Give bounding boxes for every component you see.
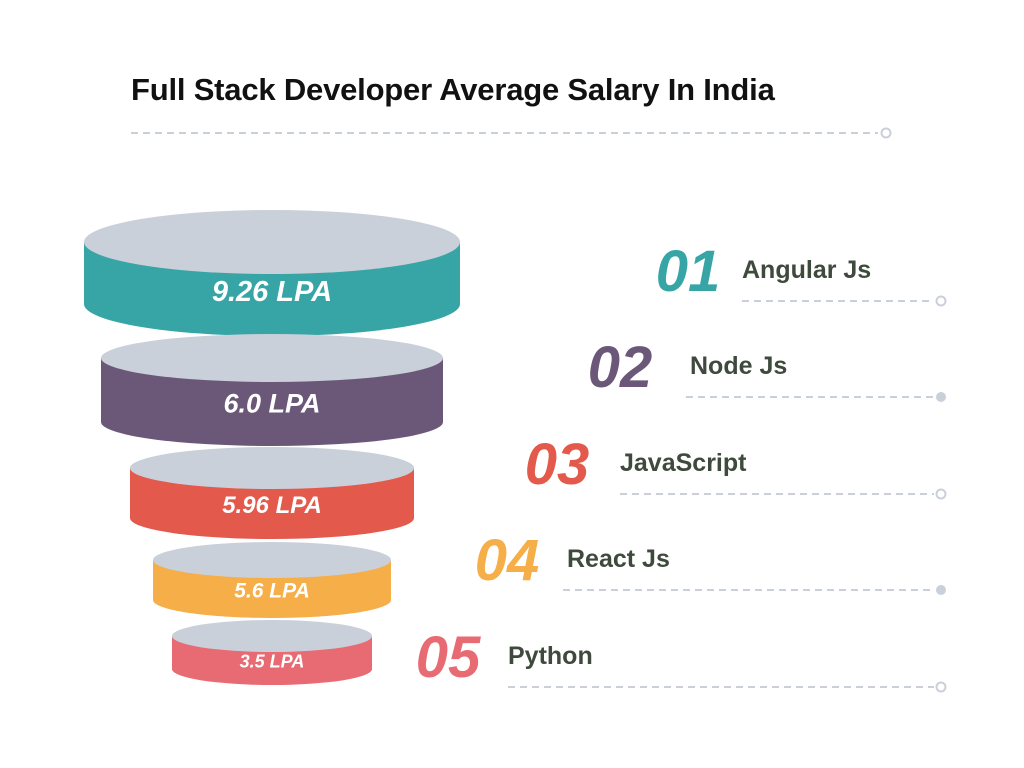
funnel-disc: 3.5 LPA bbox=[172, 620, 372, 685]
funnel-disc: 6.0 LPA bbox=[101, 334, 443, 446]
legend-category: JavaScript bbox=[620, 449, 747, 477]
disc-top bbox=[101, 334, 443, 382]
disc-value-label: 3.5 LPA bbox=[240, 652, 305, 672]
funnel-discs: 9.26 LPA 6.0 LPA 5.96 LPA 5.6 LPA 3.5 LPA bbox=[84, 210, 460, 685]
funnel-disc: 5.6 LPA bbox=[153, 542, 391, 618]
legend-category: Angular Js bbox=[742, 256, 871, 284]
legend-item: 02 Node Js bbox=[588, 335, 946, 402]
legend-category: React Js bbox=[567, 545, 670, 573]
legend-rank: 01 bbox=[656, 239, 721, 304]
legend-item: 05 Python bbox=[416, 625, 947, 693]
legend-item: 03 JavaScript bbox=[525, 432, 947, 500]
disc-value-label: 5.96 LPA bbox=[222, 492, 322, 519]
funnel-disc: 5.96 LPA bbox=[130, 447, 414, 539]
disc-body bbox=[101, 358, 443, 446]
legend-rule-end bbox=[935, 295, 947, 307]
disc-value-label: 6.0 LPA bbox=[223, 389, 320, 419]
legend-rule-end bbox=[935, 488, 947, 500]
legend-rank: 05 bbox=[416, 625, 481, 690]
disc-value-label: 5.6 LPA bbox=[234, 579, 309, 602]
legend-category: Node Js bbox=[690, 352, 787, 380]
title-rule-end bbox=[880, 127, 892, 139]
disc-top bbox=[153, 542, 391, 578]
legend-rule-end bbox=[935, 681, 947, 693]
legend-rank: 03 bbox=[525, 432, 590, 497]
funnel-legend: 01 Angular Js 02 Node Js 03 JavaScript 04 React… bbox=[416, 239, 947, 693]
disc-top bbox=[84, 210, 460, 274]
disc-top bbox=[130, 447, 414, 489]
title-separator bbox=[131, 127, 892, 139]
chart-title: Full Stack Developer Average Salary In I… bbox=[131, 72, 775, 107]
funnel-disc: 9.26 LPA bbox=[84, 210, 460, 336]
disc-top bbox=[172, 620, 372, 652]
legend-rule-end bbox=[936, 585, 946, 595]
legend-rank: 04 bbox=[475, 528, 540, 593]
legend-rank: 02 bbox=[588, 335, 653, 400]
legend-rule-end bbox=[936, 392, 946, 402]
disc-value-label: 9.26 LPA bbox=[212, 276, 332, 308]
legend-item: 01 Angular Js bbox=[656, 239, 947, 307]
legend-item: 04 React Js bbox=[475, 528, 946, 595]
legend-category: Python bbox=[508, 642, 593, 670]
